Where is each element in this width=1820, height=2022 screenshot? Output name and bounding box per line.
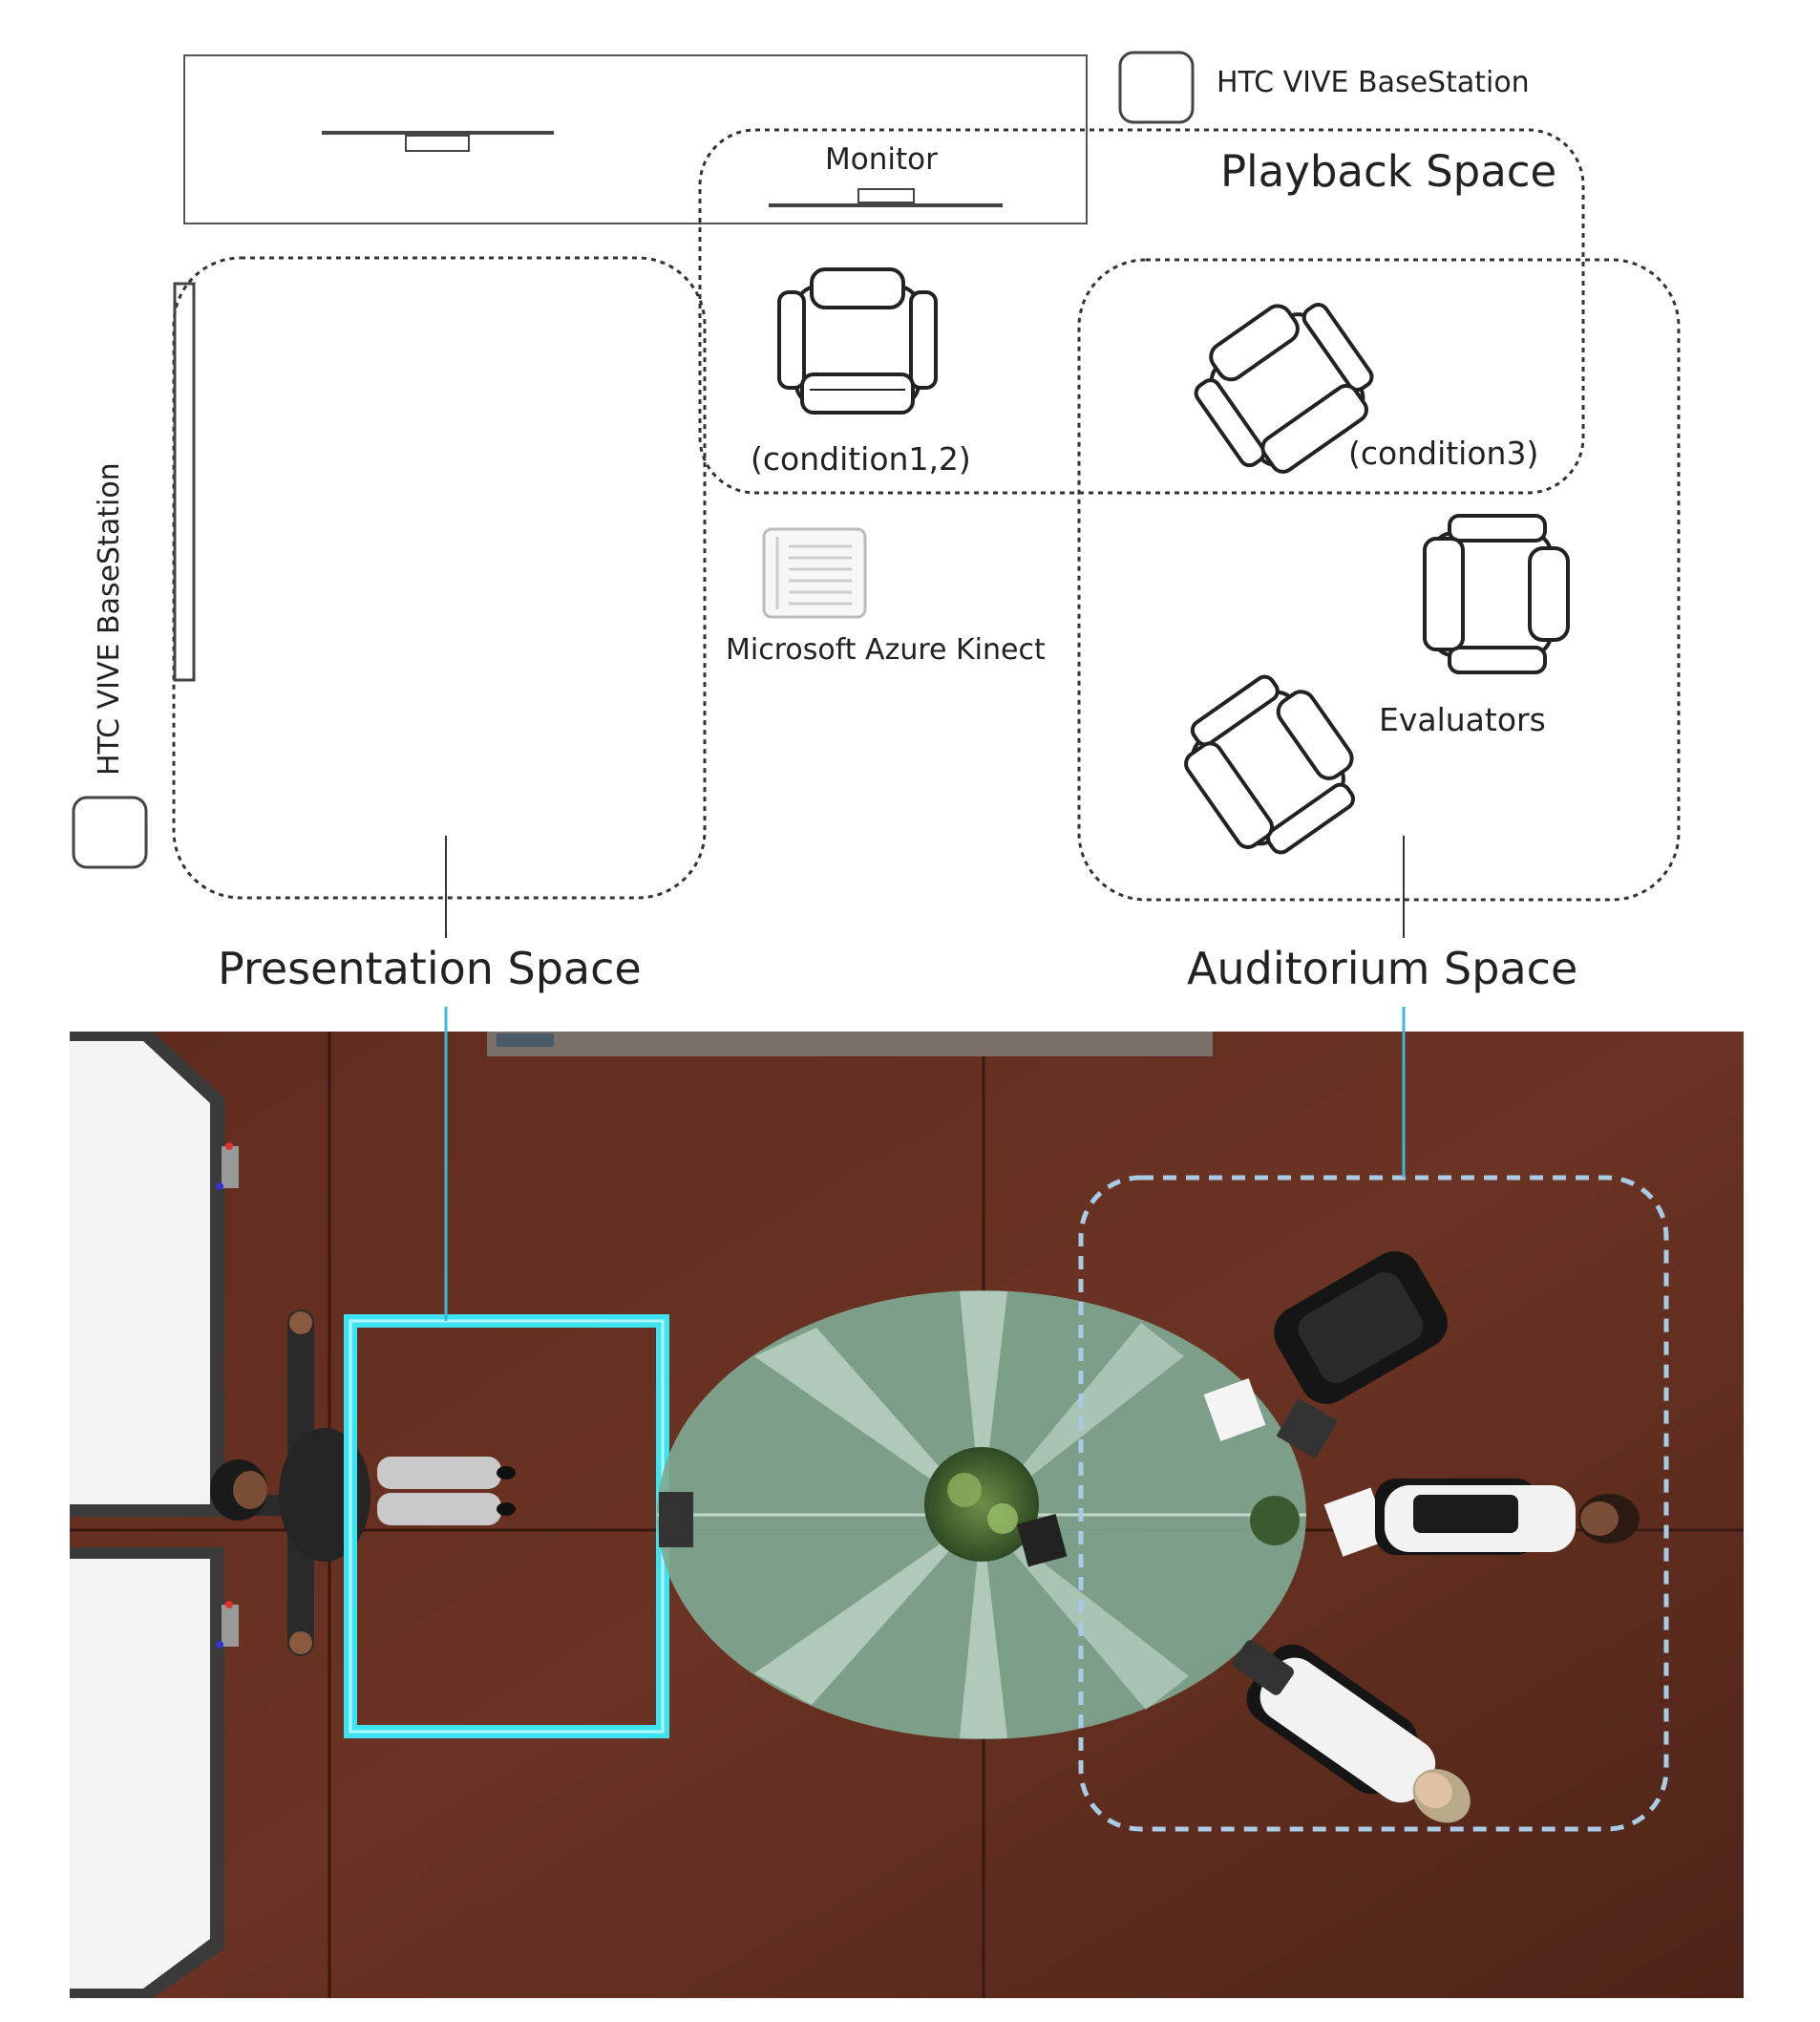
plant-centerpiece bbox=[924, 1447, 1039, 1562]
condition12-label: (condition1,2) bbox=[751, 440, 971, 478]
evaluators-label: Evaluators bbox=[1379, 701, 1546, 738]
conference-table bbox=[657, 1290, 1390, 1739]
presentation-space-region bbox=[172, 256, 707, 900]
whiteboard-wall bbox=[70, 1032, 239, 1998]
basestation-top-icon bbox=[1118, 51, 1195, 124]
desk-monitor-left bbox=[322, 131, 554, 152]
auditorium-area-highlight bbox=[1078, 1175, 1669, 1832]
monitor-icon bbox=[769, 188, 1003, 207]
evaluator-chair-empty bbox=[1274, 1251, 1448, 1404]
whiteboard-strip bbox=[173, 282, 196, 682]
condition3-label: (condition3) bbox=[1348, 435, 1538, 472]
chair-icon bbox=[1184, 674, 1355, 855]
playback-space-region bbox=[698, 128, 1585, 495]
evaluator-avatar bbox=[1375, 1479, 1640, 1555]
floor-plan-diagram: HTC VIVE BaseStation Playback Space Moni… bbox=[72, 51, 1681, 994]
kinect-label: Microsoft Azure Kinect bbox=[726, 633, 1046, 667]
auditorium-space-region bbox=[1077, 258, 1681, 902]
basestation-top-label: HTC VIVE BaseStation bbox=[1217, 66, 1530, 99]
basestation-left-label: HTC VIVE BaseStation bbox=[93, 462, 126, 776]
basestation-left-icon bbox=[72, 796, 148, 869]
auditorium-space-label: Auditorium Space bbox=[1187, 943, 1577, 994]
laptop-icon bbox=[659, 1492, 693, 1547]
kinect-icon bbox=[762, 527, 867, 619]
chair-icon bbox=[1423, 514, 1570, 674]
chair-icon bbox=[777, 267, 938, 415]
playback-space-label: Playback Space bbox=[1220, 146, 1556, 197]
evaluator-avatar bbox=[1233, 1640, 1471, 1823]
wall-ledge bbox=[487, 1032, 1213, 1056]
monitor-label: Monitor bbox=[825, 142, 938, 177]
chair-icon bbox=[1194, 303, 1374, 474]
virtual-room-render bbox=[70, 1007, 1744, 1998]
desk-outline bbox=[183, 54, 1088, 224]
presentation-space-label: Presentation Space bbox=[218, 943, 642, 994]
